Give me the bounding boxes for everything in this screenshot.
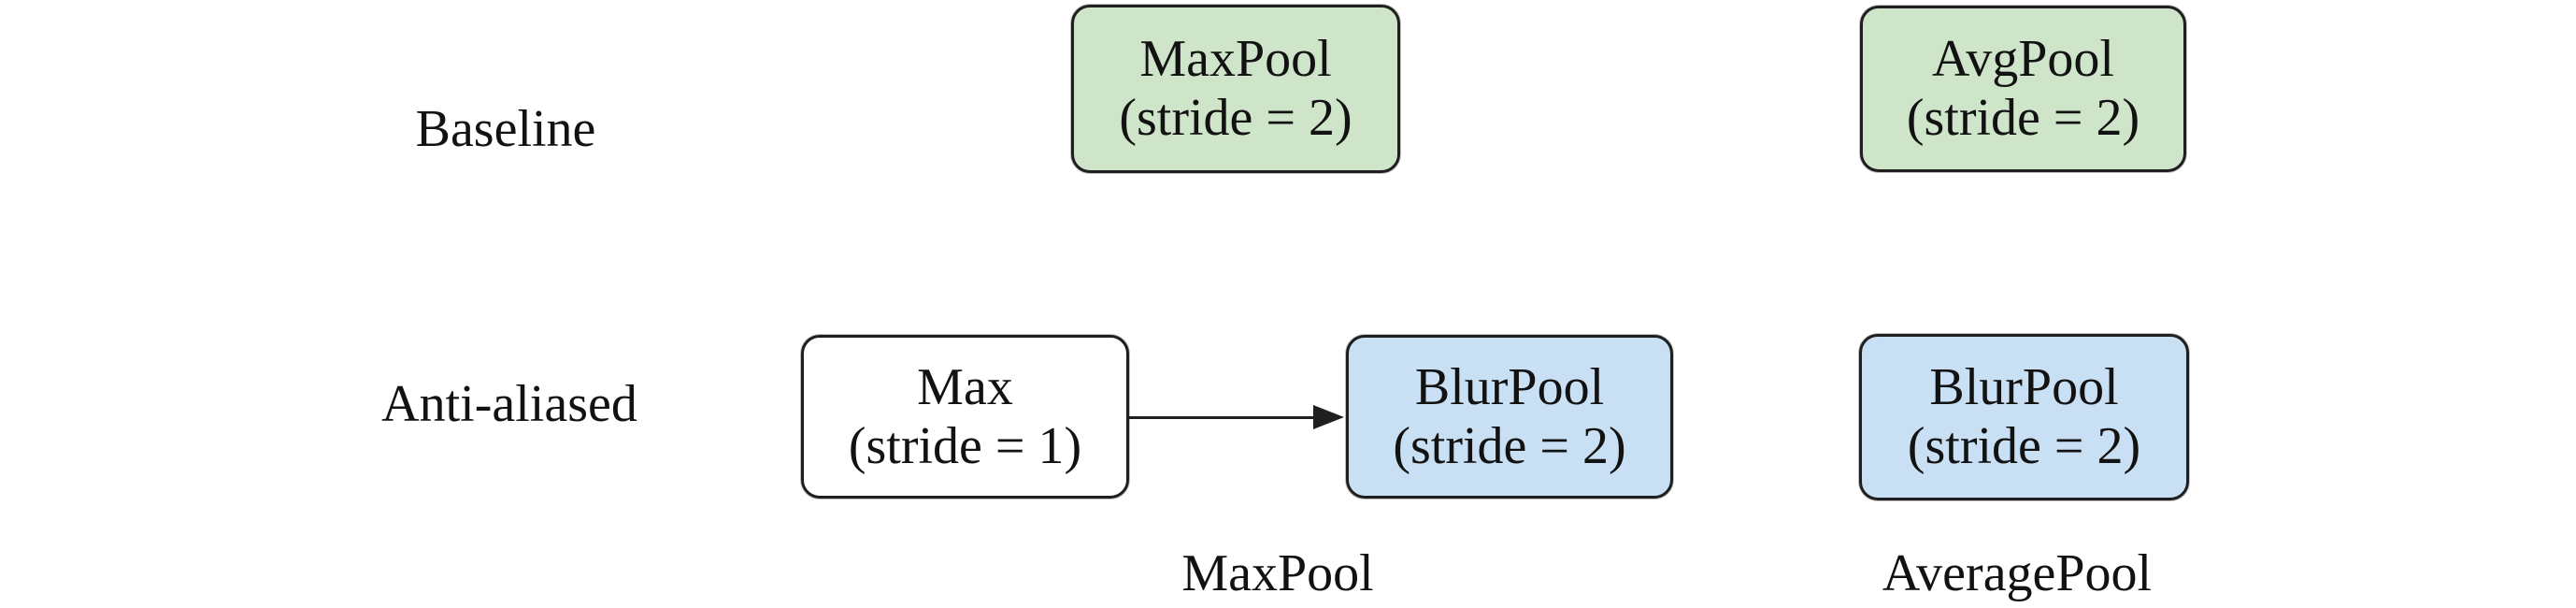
row-label-baseline: Baseline [415,100,596,158]
node-blurpool-averagepool-column: BlurPool (stride = 2) [1859,334,2189,500]
node-max-antialiased: Max (stride = 1) [801,335,1129,499]
node-label: MaxPool [1139,30,1332,89]
node-label: BlurPool [1929,358,2119,417]
node-sublabel: (stride = 2) [1907,417,2141,475]
caption-averagepool-column: AveragePool [1882,544,2153,602]
node-sublabel: (stride = 2) [1393,416,1626,475]
node-label: BlurPool [1414,357,1605,416]
node-avgpool-baseline: AvgPool (stride = 2) [1860,6,2186,172]
caption-maxpool-column: MaxPool [1181,544,1374,602]
node-sublabel: (stride = 1) [848,416,1082,475]
row-label-anti-aliased: Anti-aliased [381,375,637,433]
node-blurpool-maxpool-column: BlurPool (stride = 2) [1346,335,1673,499]
node-sublabel: (stride = 2) [1119,89,1352,147]
arrow-line [1128,416,1323,419]
node-sublabel: (stride = 2) [1906,89,2140,147]
node-label: Max [917,357,1013,416]
arrow-head-icon [1313,405,1344,429]
node-label: AvgPool [1932,30,2114,89]
node-maxpool-baseline: MaxPool (stride = 2) [1071,5,1400,173]
